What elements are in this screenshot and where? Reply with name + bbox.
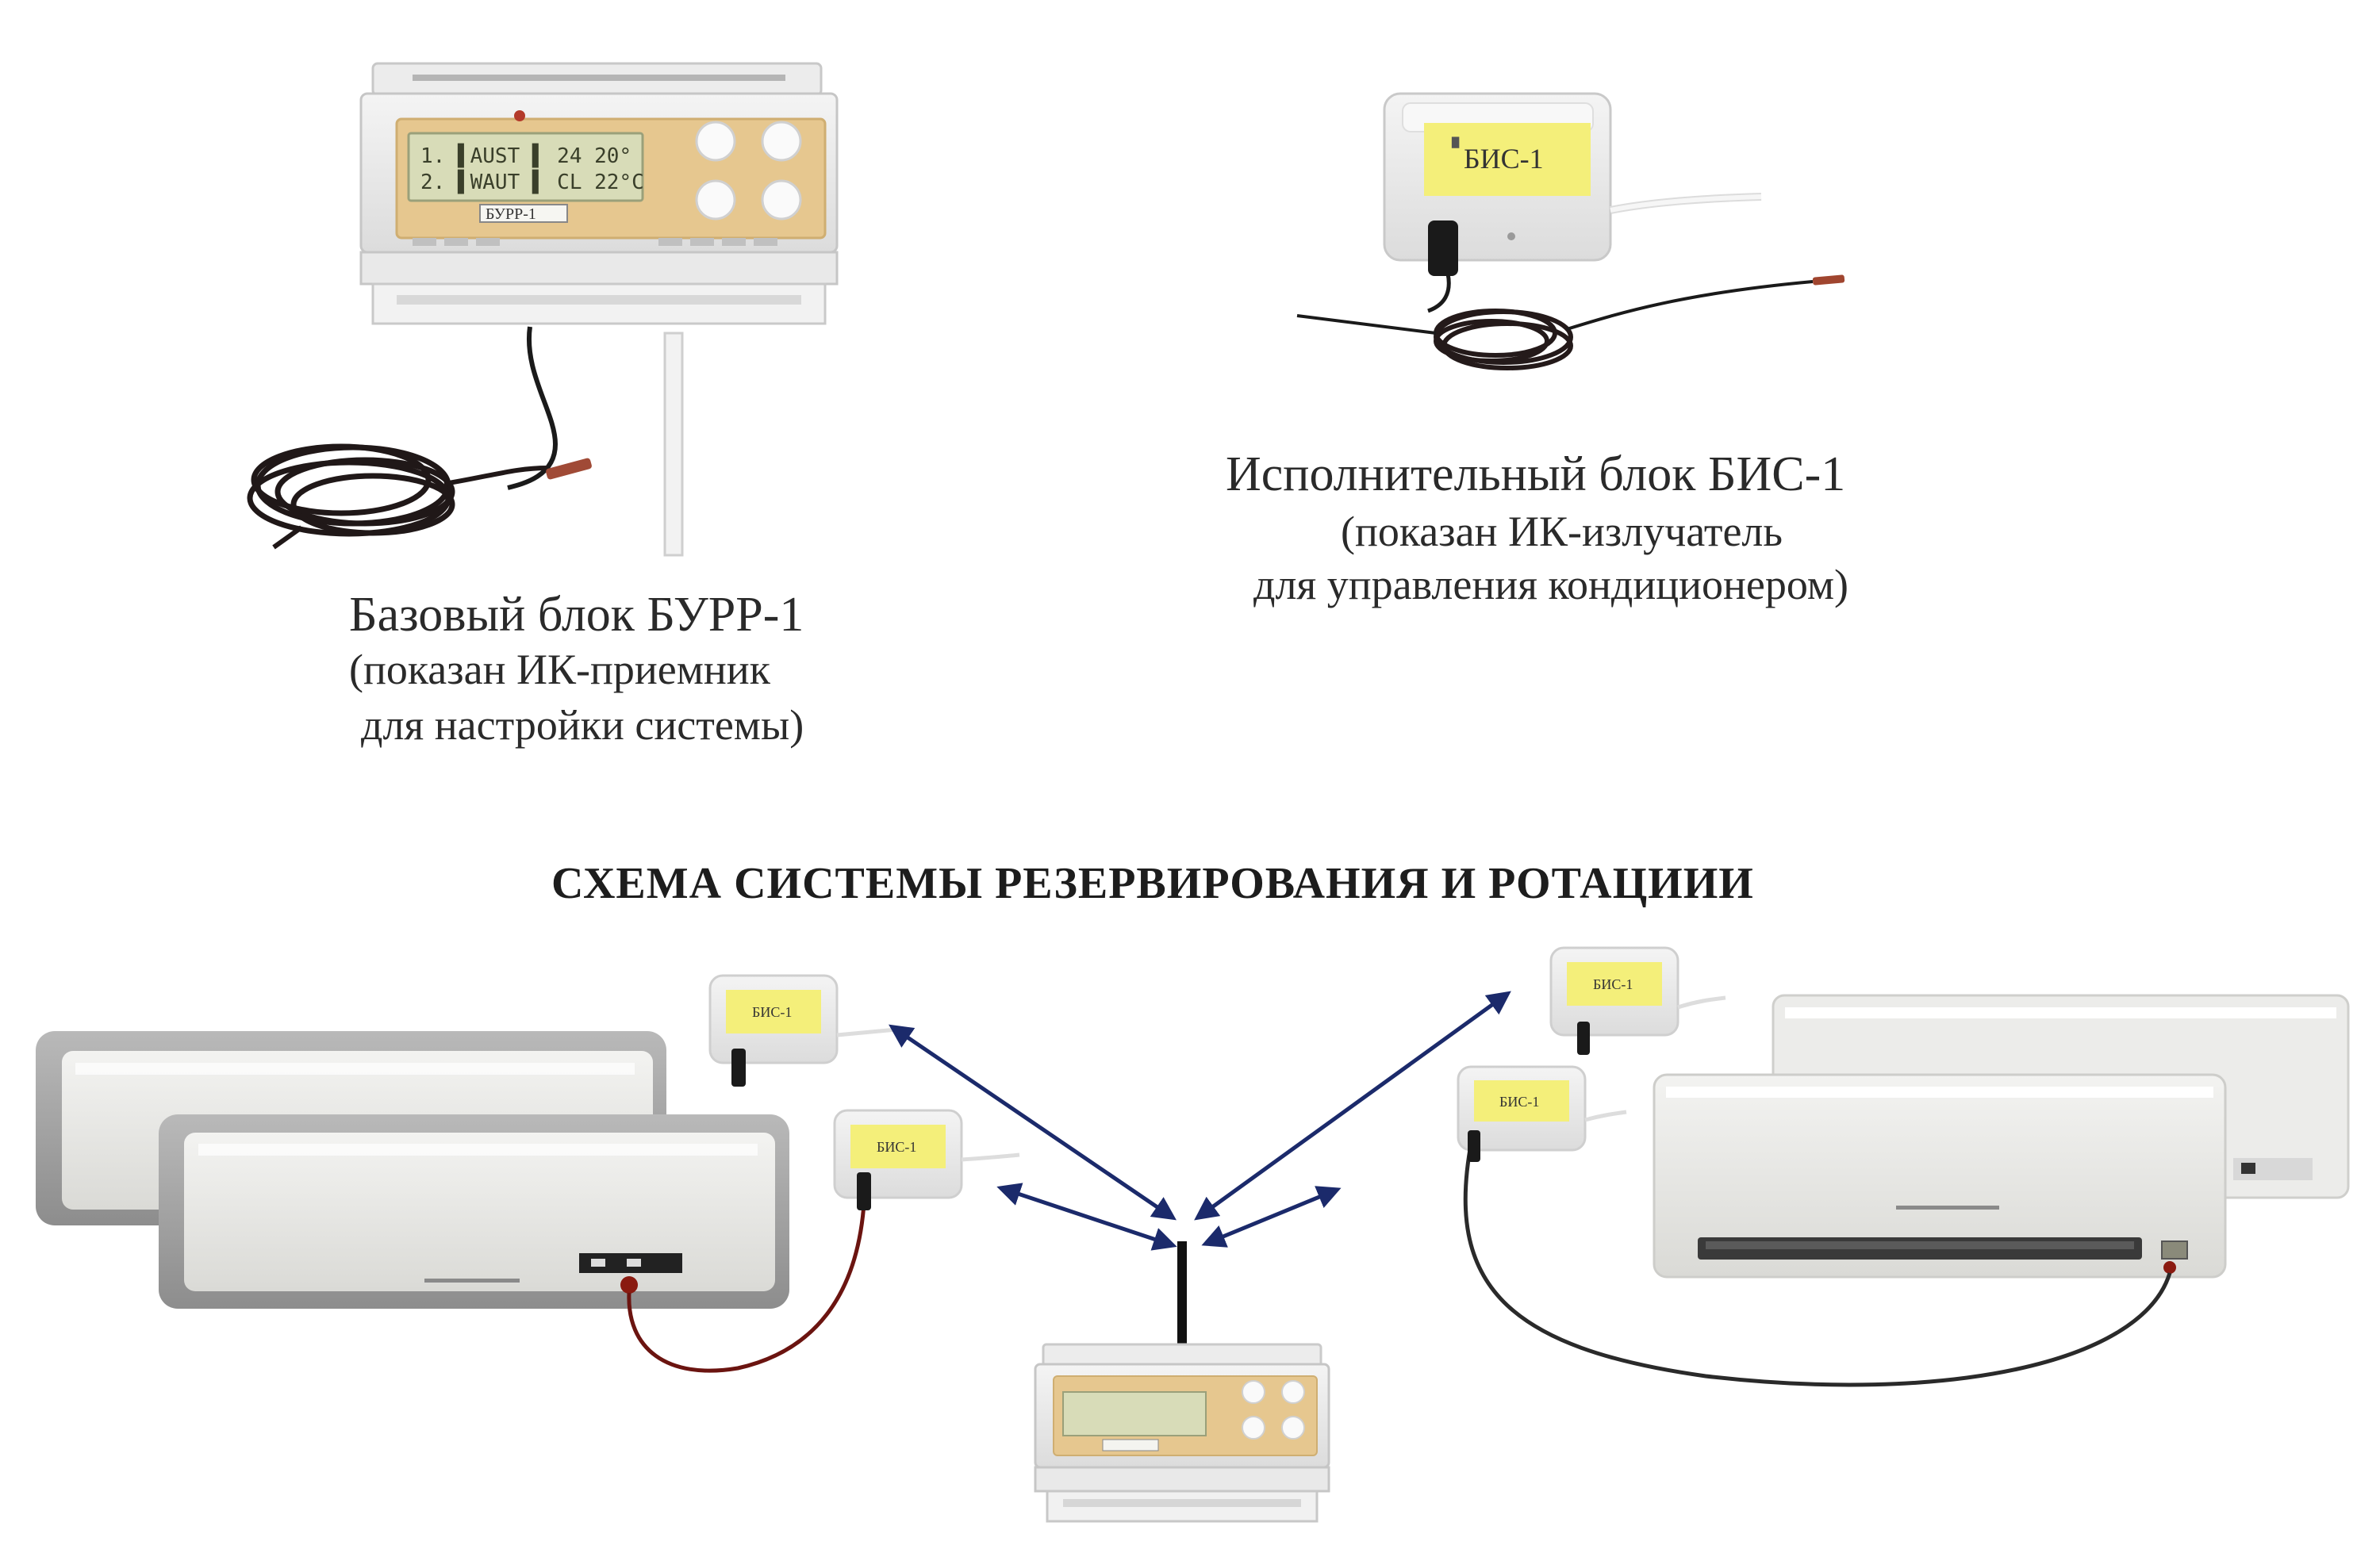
svg-text:▘: ▘	[1451, 136, 1466, 159]
left-ac-ir-receiver	[620, 1276, 638, 1294]
small-bis-unit-left-2: БИС-1	[833, 1109, 1020, 1210]
right-ac-ir-cable	[1463, 1140, 2172, 1387]
burr-1-unit: 1. ▌AUST ▌ 24 20° 2. ▌WAUT ▌ CL 22°C БУР…	[247, 62, 839, 557]
small-bis-unit-right-1: БИС-1	[1549, 946, 1726, 1055]
svg-text:1. ▌AUST ▌ 24 20°: 1. ▌AUST ▌ 24 20°	[420, 143, 631, 168]
burr-caption-line3: для настройки системы)	[361, 701, 804, 749]
burr-lcd-screen	[407, 132, 644, 202]
bis-ir-emitter-coil	[1434, 309, 1573, 370]
left-ac-ir-cable	[627, 1189, 867, 1373]
arrow-to-right-bis-2	[1201, 1186, 1342, 1248]
radio-link-arrows	[889, 991, 1511, 1251]
burr-plate-text: БУРР-1	[486, 205, 536, 223]
bis-caption-line2: (показан ИК-излучатель	[1341, 508, 1783, 555]
burr-plate	[479, 204, 568, 223]
burr-ir-receiver-coil	[247, 443, 455, 537]
burr-caption: Базовый блок БУРР-1 (показан ИК-приемник…	[349, 588, 804, 749]
bis-label-plate	[1424, 123, 1591, 196]
small-bis-unit-right-2: БИС-1	[1457, 1065, 1627, 1162]
bis-caption: Исполнительный блок БИС-1 (показан ИК-из…	[1226, 447, 1848, 608]
bis-label-text: БИС-1	[1464, 143, 1544, 174]
bis-caption-title: Исполнительный блок БИС-1	[1226, 447, 1845, 501]
central-burr-1-unit	[1034, 1241, 1330, 1523]
right-ac-ir-receiver	[2161, 1240, 2188, 1260]
small-bis-right-2-text: БИС-1	[1499, 1094, 1539, 1110]
burr-button-4[interactable]	[761, 179, 802, 220]
burr-button-2[interactable]	[761, 121, 802, 162]
bis-caption-line3: для управления кондиционером)	[1253, 561, 1848, 608]
left-air-conditioner-front	[159, 1114, 789, 1309]
bis-1-unit: БИС-1 ▘	[1296, 92, 1845, 370]
small-bis-right-1-text: БИС-1	[1593, 976, 1633, 992]
burr-caption-title: Базовый блок БУРР-1	[349, 588, 804, 642]
burr-button-1[interactable]	[695, 121, 736, 162]
small-bis-unit-left-1: БИС-1	[708, 974, 897, 1087]
right-air-conditioner-front	[1653, 1073, 2227, 1279]
antenna	[1177, 1241, 1187, 1348]
burr-button-3[interactable]	[695, 179, 736, 220]
svg-text:2. ▌WAUT ▌ CL 22°C: 2. ▌WAUT ▌ CL 22°C	[420, 169, 644, 194]
arrow-to-right-bis-1	[1194, 991, 1511, 1221]
burr-caption-line2: (показан ИК-приемник	[349, 646, 771, 693]
small-bis-left-2-text: БИС-1	[877, 1139, 916, 1155]
scheme-title: СХЕМА СИСТЕМЫ РЕЗЕРВИРОВАНИЯ И РОТАЦИИИ	[551, 859, 1754, 908]
arrow-to-left-bis-2	[996, 1183, 1177, 1251]
small-bis-left-1-text: БИС-1	[752, 1004, 792, 1020]
central-burr-lcd	[1062, 1391, 1207, 1436]
